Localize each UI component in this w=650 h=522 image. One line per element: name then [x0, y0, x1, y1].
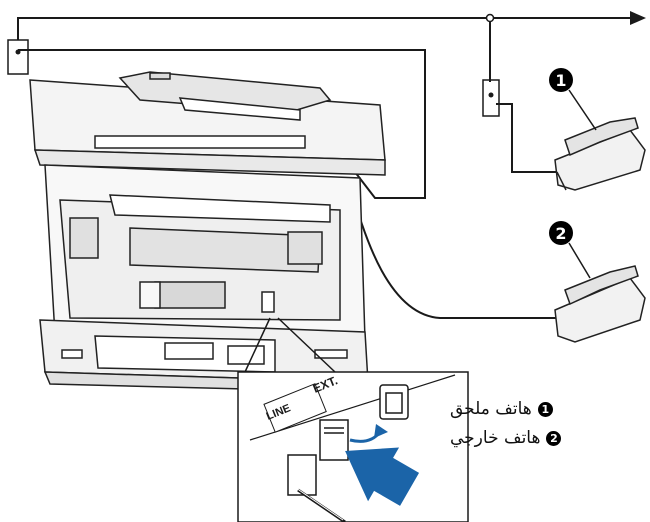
callout-2-leader	[568, 242, 591, 279]
curved-arrow-head	[374, 424, 388, 438]
cap-icon	[379, 384, 409, 420]
phone-jack-icon	[287, 419, 349, 496]
legend-2-text: هاتف خارجي	[450, 428, 541, 448]
telephone-line	[17, 17, 630, 70]
cable-wall-to-printer	[18, 49, 426, 199]
inset-detail: EXT. LINE	[237, 371, 469, 522]
callout-1-badge	[549, 68, 573, 92]
legend-1-text: هاتف ملحق	[450, 399, 532, 419]
inset-pointer	[244, 317, 336, 373]
callout-1-leader	[568, 89, 597, 131]
cable-printer-to-external-phone	[349, 184, 560, 319]
legend-2-badge: 2	[546, 430, 562, 446]
callout-1-number: 1	[555, 71, 566, 90]
callout-2-number: 2	[555, 224, 566, 243]
external-telephone-icon	[554, 265, 646, 343]
printer-icon	[29, 71, 386, 393]
phone-cord	[297, 488, 346, 522]
callout-2-badge	[549, 221, 573, 245]
extension-telephone-icon	[554, 117, 646, 191]
legend-item-1: 1 هاتف ملحق	[450, 396, 620, 422]
wall-socket-right-icon	[482, 79, 500, 117]
line-junction	[485, 13, 495, 23]
phone-cord-inner	[295, 487, 344, 521]
wall-socket-left-icon	[7, 39, 29, 75]
line-arrow-icon	[630, 11, 646, 25]
cable-socket-to-extension-phone	[496, 103, 568, 173]
line-jack-label	[263, 383, 327, 433]
insert-arrow-icon	[345, 447, 420, 506]
legend-1-badge: 1	[537, 401, 553, 417]
legend-item-2: 2 هاتف خارجي	[450, 425, 620, 451]
